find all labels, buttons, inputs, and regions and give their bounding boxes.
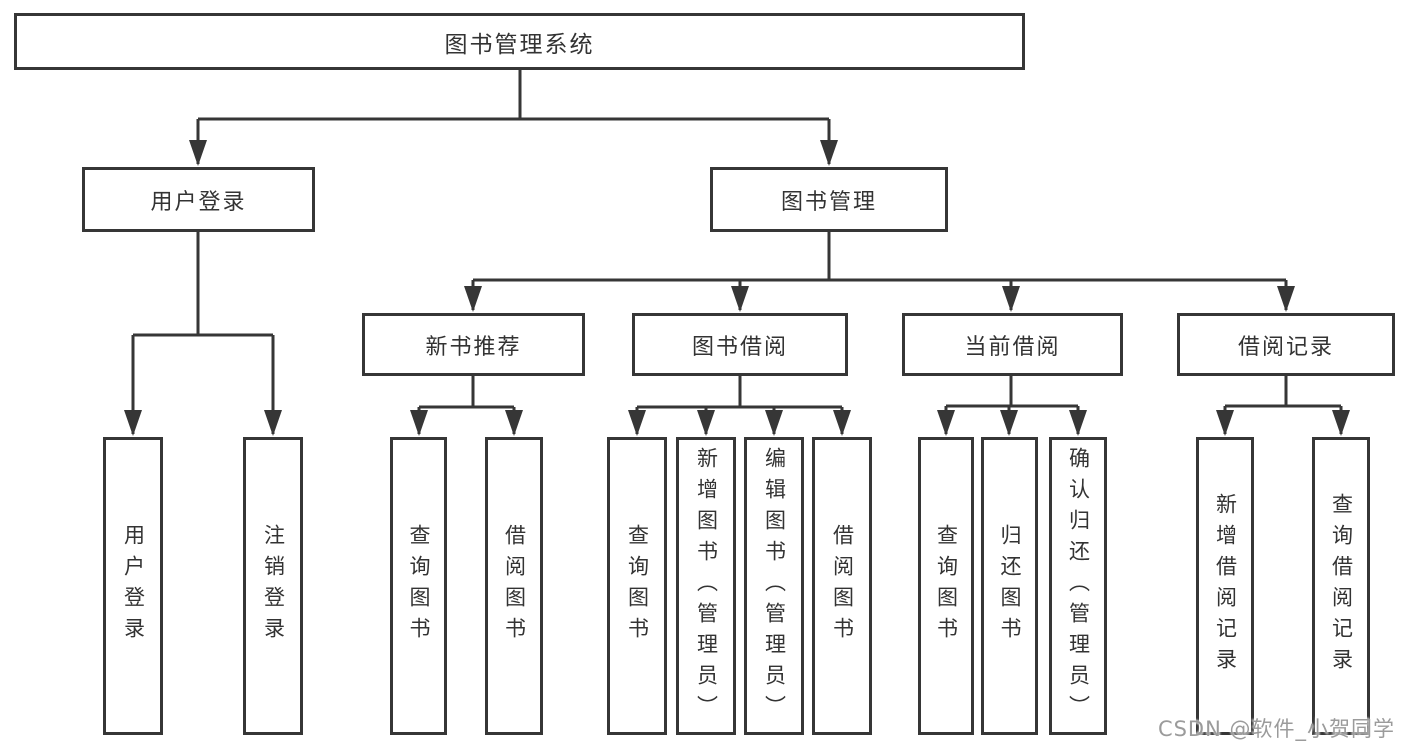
vnode-query-borrow-record: 查询借阅记录 bbox=[1312, 437, 1370, 735]
vnode-query-books-recommend: 查询图书 bbox=[390, 437, 447, 735]
node-library-management-system: 图书管理系统 bbox=[14, 13, 1025, 70]
node-borrowing-records: 借阅记录 bbox=[1177, 313, 1395, 376]
vnode-add-books-admin: 新增图书（管理员） bbox=[676, 437, 736, 735]
vnode-return-books: 归还图书 bbox=[981, 437, 1038, 735]
connector-root-to-level1 bbox=[189, 70, 838, 166]
vnode-add-books-admin-label: 新增图书（管理员） bbox=[694, 446, 719, 726]
vnode-borrow-books-borrowing-label: 借阅图书 bbox=[830, 524, 855, 648]
connector-login-to-children bbox=[124, 232, 282, 436]
vnode-borrow-books-recommend-label: 借阅图书 bbox=[502, 524, 527, 648]
node-book-management: 图书管理 bbox=[710, 167, 948, 232]
node-new-book-recommendation: 新书推荐 bbox=[362, 313, 585, 376]
vnode-edit-books-admin: 编辑图书（管理员） bbox=[744, 437, 804, 735]
vnode-query-books-current-label: 查询图书 bbox=[934, 524, 959, 648]
vnode-user-login: 用户登录 bbox=[103, 437, 163, 735]
connector-recommend-to-children bbox=[410, 376, 523, 436]
vnode-edit-books-admin-label: 编辑图书（管理员） bbox=[762, 446, 787, 726]
vnode-query-borrow-record-label: 查询借阅记录 bbox=[1329, 493, 1354, 679]
vnode-query-books-current: 查询图书 bbox=[918, 437, 974, 735]
vnode-borrow-books-recommend: 借阅图书 bbox=[485, 437, 543, 735]
connector-records-to-children bbox=[1216, 376, 1350, 436]
vnode-add-borrow-record: 新增借阅记录 bbox=[1196, 437, 1254, 735]
node-book-borrowing: 图书借阅 bbox=[632, 313, 848, 376]
connector-borrowing-to-children bbox=[628, 376, 851, 436]
node-current-borrowing: 当前借阅 bbox=[902, 313, 1123, 376]
vnode-borrow-books-borrowing: 借阅图书 bbox=[812, 437, 872, 735]
vnode-return-books-label: 归还图书 bbox=[998, 524, 1022, 648]
csdn-watermark: CSDN @软件_小贺同学 bbox=[1157, 717, 1395, 741]
connector-current-to-children bbox=[937, 376, 1087, 436]
vnode-add-borrow-record-label: 新增借阅记录 bbox=[1213, 493, 1238, 679]
connector-management-to-sections bbox=[464, 232, 1295, 312]
vnode-user-login-label: 用户登录 bbox=[121, 524, 146, 648]
vnode-query-books-recommend-label: 查询图书 bbox=[407, 524, 431, 648]
vnode-logout-label: 注销登录 bbox=[261, 524, 286, 648]
vnode-confirm-return-admin: 确认归还（管理员） bbox=[1049, 437, 1107, 735]
vnode-query-books-borrowing: 查询图书 bbox=[607, 437, 667, 735]
node-user-login: 用户登录 bbox=[82, 167, 315, 232]
vnode-query-books-borrowing-label: 查询图书 bbox=[625, 524, 650, 648]
vnode-confirm-return-admin-label: 确认归还（管理员） bbox=[1066, 446, 1091, 726]
vnode-logout: 注销登录 bbox=[243, 437, 303, 735]
